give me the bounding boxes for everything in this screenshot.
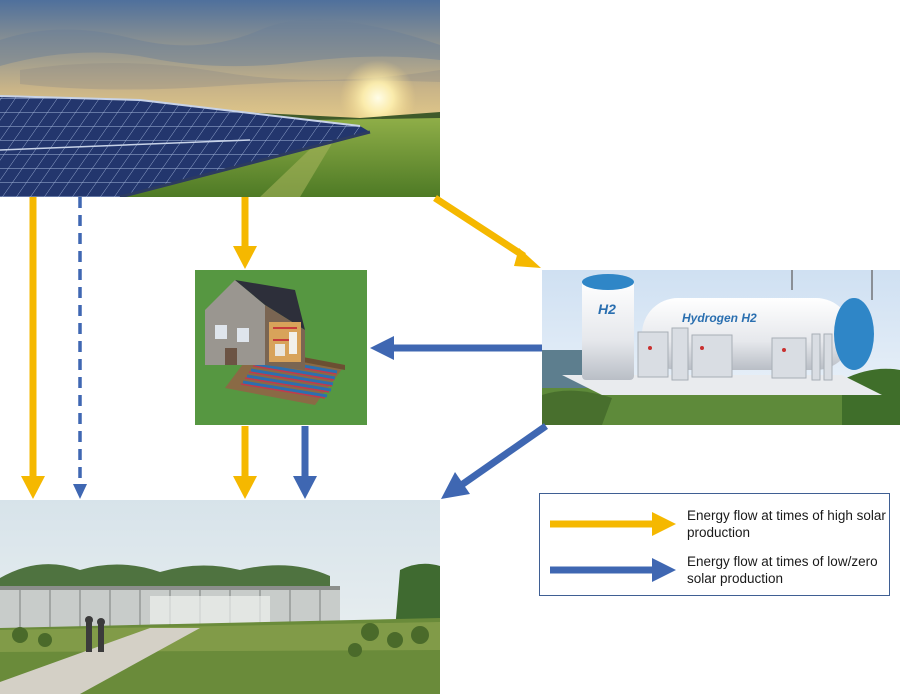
arrow-solar-to-building-low-dashed [73, 197, 87, 499]
arrow-house-to-building-high [233, 426, 257, 499]
legend-item-high-solar: Energy flow at times of high solar produ… [540, 506, 889, 542]
legend-item-low-solar: Energy flow at times of low/zero solar p… [540, 552, 889, 588]
hydrogen-storage-tanks-image: H2 Hydrogen H2 [542, 270, 900, 425]
arrow-house-to-building-low [293, 426, 317, 499]
campus-building-panel [0, 500, 440, 694]
legend-label-low-solar: Energy flow at times of low/zero solar p… [687, 554, 878, 586]
arrow-solar-to-house-high [233, 197, 257, 269]
arrow-solar-to-building-high [21, 197, 45, 499]
legend-arrow-high-solar [550, 512, 676, 536]
legend-arrow-low-solar [550, 558, 676, 582]
heat-pump-house-image [195, 270, 367, 425]
solar-panel-field-image [0, 0, 440, 197]
arrow-hydrogen-to-building-low [441, 423, 549, 499]
campus-building-image [0, 500, 440, 694]
solar-field-panel [0, 0, 440, 197]
h2-label-small: H2 [598, 301, 616, 317]
heat-pump-house-panel [195, 270, 367, 425]
arrow-hydrogen-to-house-low [370, 336, 542, 360]
legend: Energy flow at times of high solar produ… [539, 493, 890, 596]
hydrogen-label: Hydrogen H2 [682, 311, 757, 325]
hydrogen-storage-panel: H2 Hydrogen H2 [542, 270, 900, 425]
arrow-solar-to-hydrogen-high [433, 195, 541, 268]
legend-label-high-solar: Energy flow at times of high solar produ… [687, 508, 886, 540]
